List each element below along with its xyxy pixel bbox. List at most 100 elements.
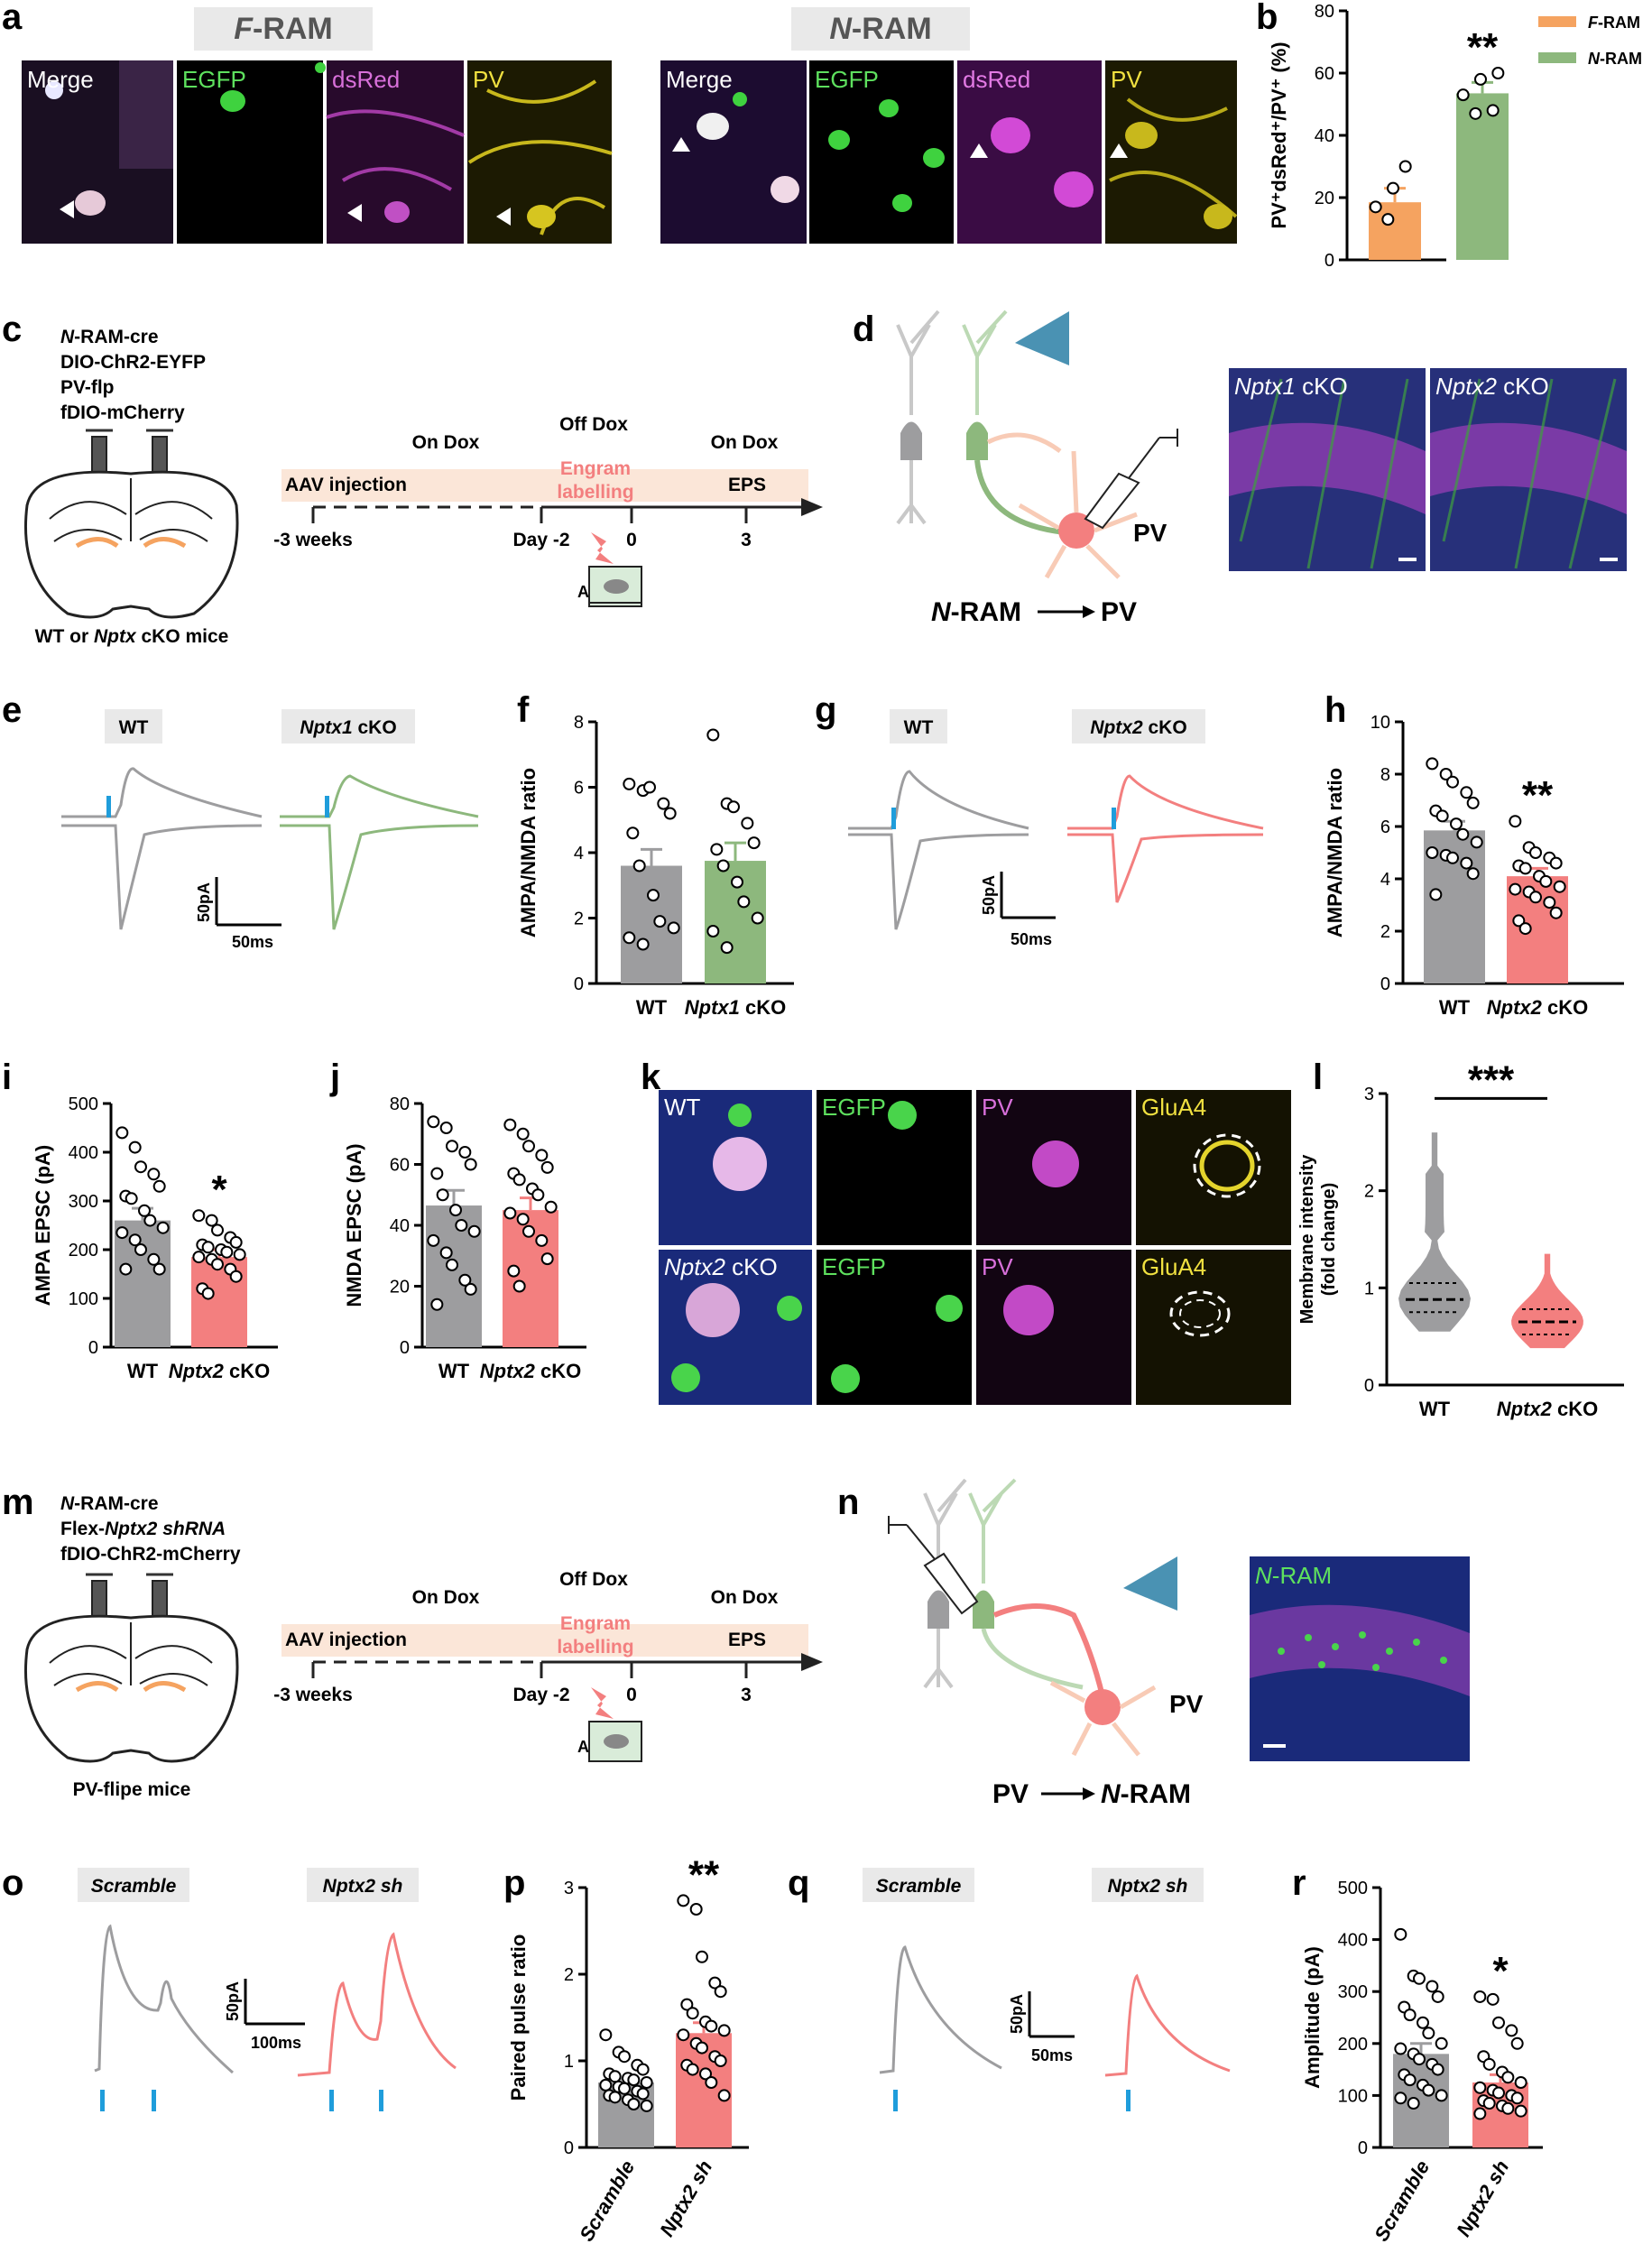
data-point (618, 2082, 631, 2095)
data-point (1466, 867, 1480, 881)
data-point (455, 1219, 468, 1232)
data-point (751, 911, 764, 925)
n-ram-label-pv: PV (1111, 66, 1142, 93)
n-ram-pv-cell-1 (1125, 122, 1158, 149)
data-point (201, 1287, 215, 1300)
data-point (618, 2050, 631, 2064)
data-point (1435, 2089, 1448, 2102)
n-ram-label-egfp: EGFP (815, 66, 879, 93)
e-scalebar-x: 50ms (232, 933, 273, 951)
f-ram-merge-arrowhead (60, 200, 74, 218)
data-point (211, 1258, 224, 1271)
y-tick-label: 2 (574, 910, 584, 929)
panel-letter-e: e (2, 690, 22, 730)
data-point (705, 2076, 718, 2089)
brain-outline-icon (23, 470, 239, 619)
data-point (156, 1221, 170, 1234)
data-point (152, 1179, 166, 1193)
significance-marker: * (1492, 1949, 1509, 1993)
f-ram-egfp-cell (220, 90, 245, 112)
data-point (599, 2028, 613, 2042)
o-scalebar-x: 100ms (251, 2034, 301, 2052)
data-point (128, 1233, 142, 1247)
legend-b: F-RAM N-RAM (1538, 14, 1642, 68)
data-point (503, 1206, 517, 1220)
category-label-1: Nptx2 cKO (169, 1360, 270, 1382)
m-construct-1: N-RAM-cre (60, 1493, 159, 1514)
data-point (623, 931, 636, 945)
data-point (427, 1115, 440, 1129)
y-tick-label: 80 (390, 1094, 410, 1114)
o-scalebar-y: 50pA (224, 1981, 242, 2021)
y-tick-label: 8 (574, 713, 584, 733)
aav-injection: AAV injection (285, 475, 407, 495)
o-label-left: Scramble (91, 1876, 177, 1897)
y-tick-label: 20 (1315, 189, 1334, 208)
data-point (436, 1188, 449, 1202)
data-point (1381, 213, 1395, 226)
o-nptx2-stim-1 (329, 2090, 334, 2111)
panel-letters: a b c d e f g h i j k l m n o p q r (2, 0, 1346, 1903)
panel-q: Scramble Nptx2 sh 50pA 50ms (863, 1868, 1231, 2111)
data-point (1450, 817, 1463, 831)
y-tick-label: 80 (1315, 2, 1334, 22)
data-point (1514, 2076, 1527, 2089)
data-point (714, 1985, 727, 1999)
panel-letter-g: g (815, 690, 836, 730)
t-3-weeks: -3 weeks (273, 530, 353, 550)
gray-neuron-icon (896, 309, 940, 525)
o-scramble-trace (94, 1924, 234, 2074)
y-axis-label: Paired pulse ratio (507, 1935, 530, 2101)
n-ram-egfp-cell-3 (923, 148, 945, 168)
y-tick-label: 0 (1380, 974, 1390, 994)
data-point (657, 797, 670, 810)
f-ram-label-pv: PV (473, 66, 504, 93)
m-engram-1: Engram (560, 1613, 631, 1634)
data-point (540, 1160, 554, 1174)
g-scalebar-y: 50pA (980, 875, 998, 915)
data-point (1512, 914, 1526, 928)
data-point (1509, 882, 1522, 896)
data-point (1492, 2016, 1505, 2029)
data-point (1466, 796, 1480, 809)
y-tick-label: 0 (1358, 2138, 1368, 2158)
y-axis-label: PV⁺dsRed⁺/PV⁺ (%) (1268, 42, 1290, 228)
engram-2: labelling (557, 482, 633, 503)
n-ram-title-chip (791, 7, 970, 51)
y-tick-label: 0 (1364, 1376, 1374, 1396)
construct-4: fDIO-mCherry (60, 402, 185, 423)
data-point (1514, 2104, 1527, 2118)
data-point (705, 2019, 718, 2033)
data-point (1446, 775, 1459, 789)
n-ram-to-pv-label: N-RAM (931, 597, 1021, 627)
g-chip-right (1072, 709, 1205, 743)
e-cko-stim-marker (325, 796, 329, 817)
t-day-2: Day -2 (512, 530, 569, 550)
data-point (430, 1167, 444, 1180)
m-aav-injection: AAV injection (285, 1630, 407, 1650)
t-3: 3 (741, 530, 752, 550)
data-point (1394, 2042, 1407, 2055)
data-point (464, 1158, 477, 1171)
y-tick-label: 8 (1380, 765, 1390, 785)
data-point (1474, 72, 1487, 86)
data-point (1473, 1990, 1487, 2003)
y-tick-label: 2 (1364, 1182, 1374, 1202)
data-point (125, 1192, 138, 1205)
f-ram-dsred-texture (326, 109, 465, 191)
y-tick-label: 1 (564, 2052, 574, 2072)
data-point (677, 2028, 690, 2042)
g-cko-trace-upper (1067, 774, 1264, 830)
data-point (667, 921, 680, 935)
n-ram-egfp-cell-1 (828, 130, 850, 150)
timeline-arrowhead (801, 498, 823, 516)
significance-marker: * (211, 1168, 227, 1212)
y-tick-label: 400 (69, 1143, 98, 1163)
legend-swatch-n-ram (1538, 52, 1576, 63)
f-ram-label-merge: Merge (27, 66, 94, 93)
data-point (1387, 181, 1399, 195)
data-point (1460, 856, 1473, 870)
pv-label-d: PV (1133, 519, 1167, 547)
